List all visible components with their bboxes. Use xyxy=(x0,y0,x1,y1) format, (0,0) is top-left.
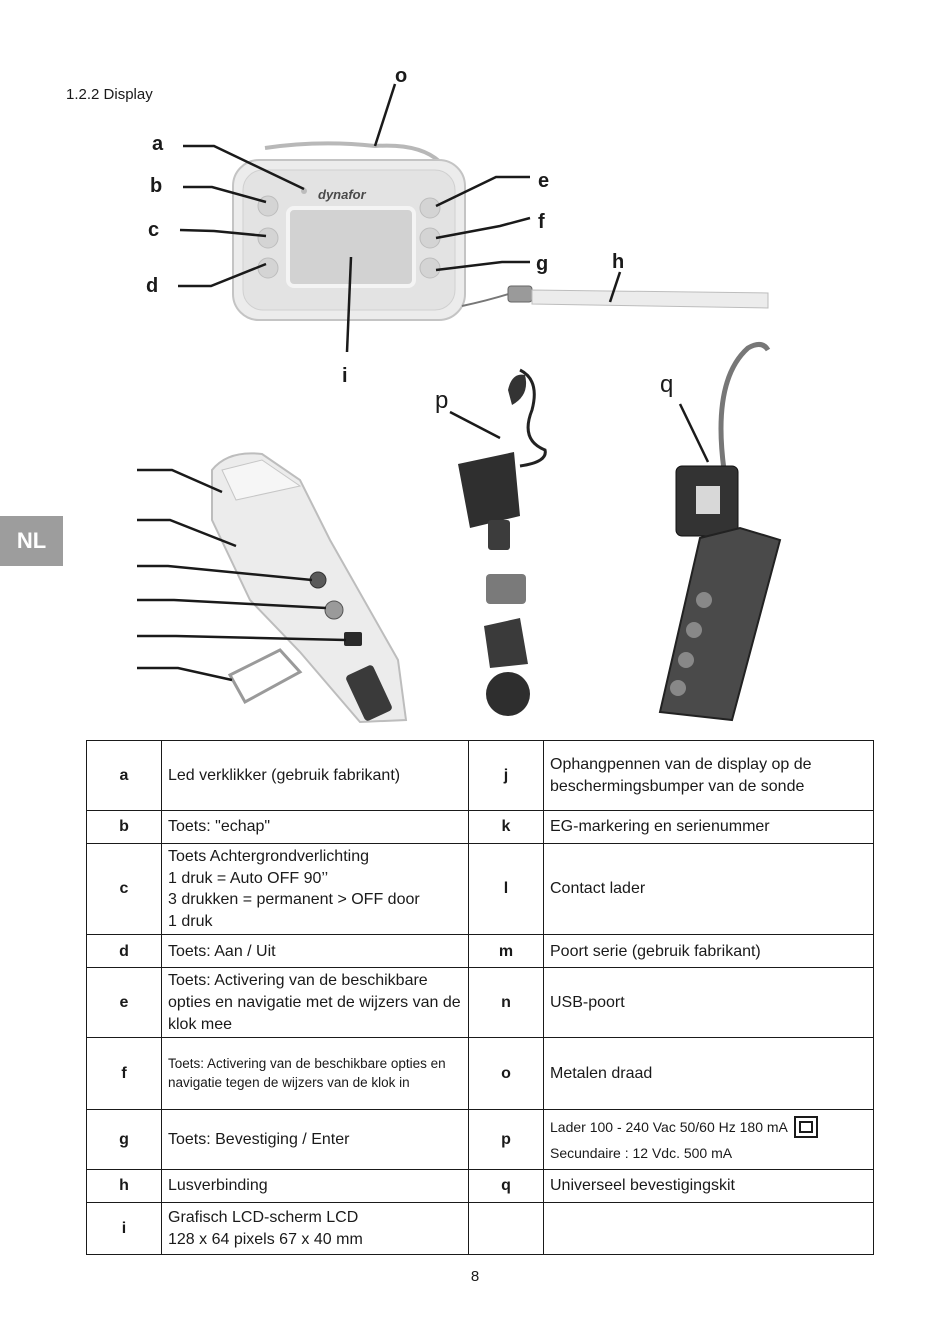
display-front-view: dynafor xyxy=(232,141,769,321)
serial-port xyxy=(324,600,344,620)
callout-q: q xyxy=(660,371,673,398)
plug-adapter-2 xyxy=(484,618,528,668)
row-description: Contact lader xyxy=(543,842,874,936)
brand-logo: dynafor xyxy=(318,187,367,202)
row-key: k xyxy=(468,810,544,844)
double-insulation-icon xyxy=(793,1116,818,1139)
table-row: h Lusverbinding q Universeel bevestiging… xyxy=(86,1169,874,1204)
callout-e: e xyxy=(538,170,549,192)
escape-button xyxy=(257,195,279,217)
description-line: 128 x 64 pixels 67 x 40 mm xyxy=(168,1230,363,1248)
table-row: i Grafisch LCD-scherm LCD 128 x 64 pixel… xyxy=(86,1202,874,1256)
callout-g: g xyxy=(536,253,548,275)
row-description: Toets: Activering van de beschikbare opt… xyxy=(161,1037,469,1111)
row-description: Ophangpennen van de display op de besche… xyxy=(543,740,874,811)
description-line: Toets Achtergrondverlichting xyxy=(168,848,369,865)
page-number: 8 xyxy=(470,1268,480,1285)
enter-button xyxy=(419,257,441,279)
description-line: 1 druk = Auto OFF 90’’ xyxy=(168,869,329,887)
usb-port xyxy=(344,632,362,646)
callout-b: b xyxy=(150,175,162,197)
charger-output-spec: Secundaire : 12 Vdc. 500 mA xyxy=(550,1145,733,1162)
row-key: m xyxy=(468,934,544,969)
row-key: q xyxy=(468,1169,544,1204)
callout-f: f xyxy=(538,211,545,233)
callout-i: i xyxy=(342,365,348,387)
row-description: Toets: "echap" xyxy=(161,810,469,844)
legend-table: a Led verklikker (gebruik fabrikant) j O… xyxy=(86,740,874,1256)
table-row: g Toets: Bevestiging / Enter p Lader 100… xyxy=(86,1109,874,1171)
callout-d: d xyxy=(146,275,158,297)
row-description: Toets: Activering van de beschikbare opt… xyxy=(161,967,469,1039)
charger-illustration xyxy=(458,368,547,716)
table-row: a Led verklikker (gebruik fabrikant) j O… xyxy=(86,740,874,811)
leader-lines-front xyxy=(178,83,622,353)
description-line: Grafisch LCD-scherm LCD xyxy=(168,1209,359,1227)
table-row: b Toets: "echap" k EG-markering en serie… xyxy=(86,810,874,844)
table-row: e Toets: Activering van de beschikbare o… xyxy=(86,967,874,1039)
row-key: g xyxy=(86,1109,162,1171)
description-line: 3 drukken = permanent > OFF door xyxy=(168,891,420,909)
row-description xyxy=(543,1202,874,1256)
usb-plug xyxy=(346,665,392,721)
callout-c: c xyxy=(148,219,159,241)
charger-contact xyxy=(309,571,327,589)
row-key: n xyxy=(468,967,544,1039)
device-illustration: dynafor a b c d o e f g h i xyxy=(137,65,782,724)
row-key: j xyxy=(468,740,544,811)
row-key: p xyxy=(468,1109,544,1171)
language-tab: NL xyxy=(0,516,63,566)
row-key: h xyxy=(86,1169,162,1204)
row-key: f xyxy=(86,1037,162,1111)
section-title: 1.2.2 Display xyxy=(66,86,153,103)
power-button xyxy=(257,257,279,279)
plug-adapter-3 xyxy=(486,672,530,716)
lanyard-strap xyxy=(531,289,769,309)
row-description: Universeel bevestigingskit xyxy=(543,1169,874,1204)
cw-button xyxy=(419,197,441,219)
backlight-button xyxy=(257,227,279,249)
row-description: Led verklikker (gebruik fabrikant) xyxy=(161,740,469,811)
row-key xyxy=(468,1202,544,1256)
row-key: l xyxy=(468,842,544,936)
row-description: Toets: Aan / Uit xyxy=(161,934,469,969)
row-key: o xyxy=(468,1037,544,1111)
metal-wire xyxy=(264,141,442,164)
mounting-pins xyxy=(227,648,303,705)
table-row: c Toets Achtergrondverlichting 1 druk = … xyxy=(86,842,874,936)
plug-adapter-1 xyxy=(486,574,526,604)
charger-input-spec: Lader 100 - 240 Vac 50/60 Hz 180 mA xyxy=(550,1118,788,1135)
callout-o: o xyxy=(395,65,407,87)
row-description: Toets Achtergrondverlichting 1 druk = Au… xyxy=(161,842,469,936)
row-description: Lusverbinding xyxy=(161,1169,469,1204)
row-description: Metalen draad xyxy=(543,1037,874,1111)
row-description: Grafisch LCD-scherm LCD 128 x 64 pixels … xyxy=(161,1202,469,1256)
callout-a: a xyxy=(152,133,164,155)
table-row: f Toets: Activering van de beschikbare o… xyxy=(86,1037,874,1111)
callout-p: p xyxy=(435,387,448,414)
strap-clip xyxy=(507,285,533,303)
row-key: i xyxy=(86,1202,162,1256)
strap-cord xyxy=(461,291,516,307)
table-row: d Toets: Aan / Uit m Poort serie (gebrui… xyxy=(86,934,874,969)
row-key: c xyxy=(86,842,162,936)
row-description: Lader 100 - 240 Vac 50/60 Hz 180 mA Secu… xyxy=(543,1109,874,1171)
row-key: d xyxy=(86,934,162,969)
row-description: Toets: Bevestiging / Enter xyxy=(161,1109,469,1171)
leader-lines-side xyxy=(137,468,347,682)
display-side-view xyxy=(211,452,408,724)
row-description: Poort serie (gebruik fabrikant) xyxy=(543,934,874,969)
callout-h: h xyxy=(612,251,624,273)
probe-illustration xyxy=(658,342,782,722)
description-line: 1 druk xyxy=(168,912,213,930)
row-key: a xyxy=(86,740,162,811)
row-key: e xyxy=(86,967,162,1039)
row-key: b xyxy=(86,810,162,844)
row-description: EG-markering en serienummer xyxy=(543,810,874,844)
row-description: USB-poort xyxy=(543,967,874,1039)
